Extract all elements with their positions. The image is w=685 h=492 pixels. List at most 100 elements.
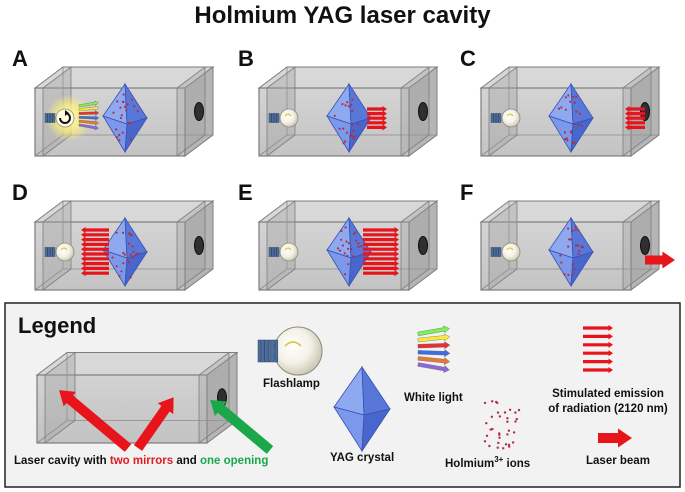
holmium-ion bbox=[342, 127, 345, 130]
white-light-arrow bbox=[417, 325, 450, 337]
white-light-ray bbox=[78, 110, 100, 116]
holmium-ion bbox=[126, 103, 129, 106]
flashlamp-filament bbox=[506, 113, 514, 117]
flashlamp-base bbox=[268, 247, 272, 257]
cavity-back-edge bbox=[480, 268, 510, 291]
holmium-ion bbox=[563, 273, 566, 276]
emission-arrow bbox=[81, 260, 109, 267]
legend-beam-label: Laser beam bbox=[586, 455, 650, 467]
white-light-arrow bbox=[417, 341, 451, 350]
holmium-ion bbox=[123, 105, 126, 108]
holmium-ion bbox=[127, 242, 130, 245]
emission-arrow bbox=[363, 231, 399, 238]
white-light-arrow bbox=[417, 356, 450, 365]
white-light-ray bbox=[78, 115, 100, 121]
holmium-ion bbox=[357, 245, 360, 248]
holmium-ion bbox=[574, 225, 577, 228]
emission-arrow bbox=[625, 115, 645, 122]
legend-flashlamp bbox=[257, 326, 323, 376]
holmium-ion bbox=[131, 98, 134, 101]
crystal-facet bbox=[348, 251, 372, 287]
holmium-ion bbox=[352, 232, 355, 235]
right-mirror bbox=[400, 66, 430, 157]
emission-arrow bbox=[583, 350, 613, 357]
white-light-ray bbox=[417, 325, 450, 337]
legend-beam bbox=[598, 428, 632, 448]
holmium-ion bbox=[578, 249, 581, 252]
holmium-ion bbox=[508, 408, 512, 411]
holmium-ion bbox=[127, 261, 130, 264]
panel-c bbox=[479, 66, 661, 157]
flashlamp-filament-arrow bbox=[65, 110, 69, 116]
holmium-ion bbox=[129, 138, 132, 141]
holmium-ion bbox=[119, 106, 122, 109]
holmium-ion bbox=[354, 231, 357, 234]
crystal-facet bbox=[348, 117, 372, 153]
holmium-ion bbox=[504, 443, 508, 446]
holmium-ion bbox=[491, 400, 494, 403]
flashlamp-bulb bbox=[55, 108, 75, 128]
holmium-ion bbox=[129, 276, 132, 279]
flashlamp-base bbox=[493, 247, 497, 257]
white-light-arrow bbox=[417, 349, 451, 358]
holmium-ion bbox=[507, 429, 511, 432]
white-light-ray bbox=[78, 123, 99, 131]
holmium-ion bbox=[120, 114, 123, 117]
holmium-ion bbox=[564, 108, 568, 111]
holmium-ion bbox=[118, 133, 121, 137]
holmium-ion bbox=[350, 123, 354, 126]
holmium-ion bbox=[560, 106, 563, 109]
crystal-facet bbox=[570, 251, 594, 287]
flashlamp-base bbox=[271, 247, 275, 257]
holmium-ion bbox=[127, 121, 130, 124]
holmium-ion bbox=[575, 95, 578, 98]
holmium-ion bbox=[511, 441, 515, 444]
holmium-ion bbox=[569, 100, 572, 103]
laser-beam-arrow bbox=[645, 251, 675, 269]
holmium-ion bbox=[490, 415, 494, 418]
panel-label-c: C bbox=[460, 46, 476, 71]
emission-arrow bbox=[583, 333, 613, 340]
flashlamp-base bbox=[276, 247, 280, 257]
legend-title: Legend bbox=[18, 313, 97, 338]
holmium-ion bbox=[122, 231, 125, 234]
holmium-ion bbox=[498, 433, 501, 436]
legend-cavity bbox=[35, 351, 274, 454]
mirrors-text: two mirrors bbox=[109, 455, 174, 467]
holmium-ion bbox=[502, 447, 505, 450]
holmium-ion bbox=[565, 137, 568, 140]
white-light-arrow bbox=[78, 100, 99, 108]
holmium-ion bbox=[123, 253, 126, 256]
panel-f bbox=[479, 200, 675, 291]
holmium-ion bbox=[343, 140, 347, 143]
holmium-ion bbox=[571, 273, 574, 276]
holmium-ion bbox=[130, 234, 133, 237]
emission-arrow bbox=[363, 226, 399, 234]
flashlamp-base bbox=[495, 247, 499, 257]
holmium-ion bbox=[571, 142, 574, 145]
emission-arrow bbox=[583, 358, 613, 365]
right-mirror bbox=[622, 66, 652, 157]
white-light-arrow bbox=[78, 105, 99, 112]
emission-arrow bbox=[625, 119, 645, 126]
holmium-ion bbox=[350, 134, 353, 137]
emission-arrow bbox=[81, 231, 109, 238]
flashlamp-bulb bbox=[279, 108, 299, 128]
cavity-back-edge bbox=[258, 268, 288, 291]
emission-arrow bbox=[367, 110, 387, 117]
holmium-ion bbox=[503, 411, 507, 414]
holmium-ion bbox=[508, 445, 511, 448]
flashlamp-bulb bbox=[55, 242, 75, 262]
flashlamp-base bbox=[49, 247, 53, 257]
cavity-opening bbox=[194, 236, 204, 255]
holmium-ion bbox=[347, 247, 350, 250]
flashlamp-base bbox=[271, 113, 275, 123]
holmium-ion bbox=[567, 227, 570, 230]
holmium-ion bbox=[343, 252, 346, 255]
holmium-ion bbox=[352, 255, 355, 258]
flashlamp-bulb bbox=[501, 108, 521, 128]
holmium-ion bbox=[580, 245, 583, 248]
emission-arrow bbox=[363, 241, 399, 248]
left-mirror bbox=[488, 66, 518, 157]
holmium-ion bbox=[115, 265, 118, 268]
